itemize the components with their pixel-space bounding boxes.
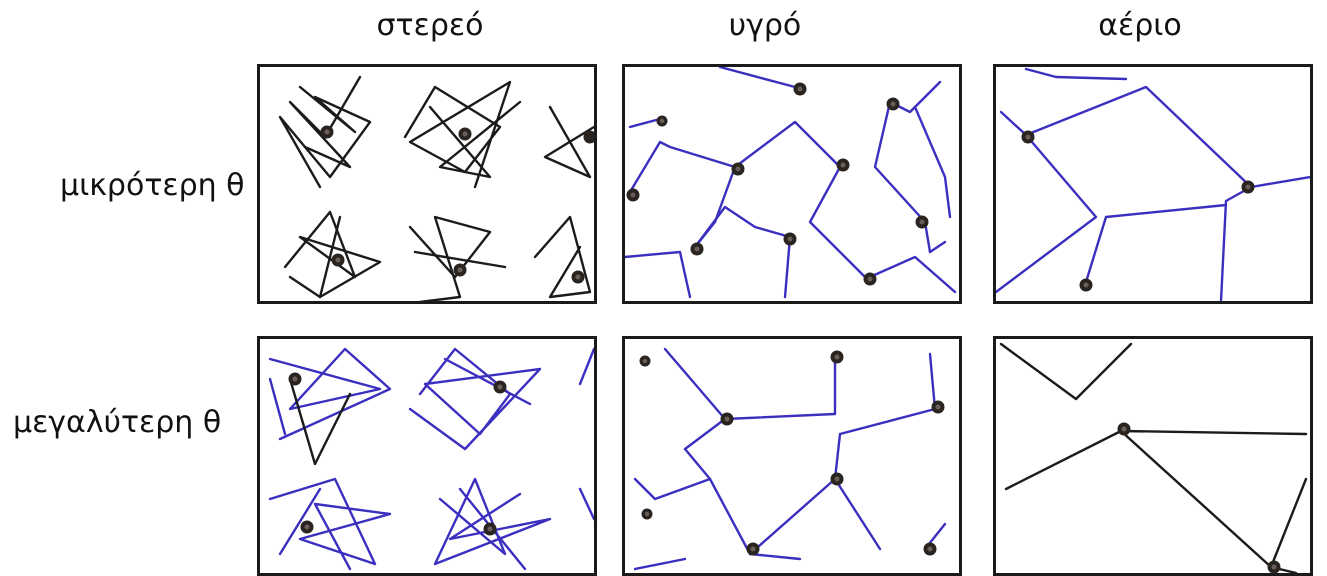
particle-paths-liquid-higher: [633, 347, 947, 571]
panel-liquid-higher-temperature: [622, 336, 962, 576]
column-label-liquid: υγρό: [728, 8, 802, 43]
row-label-lower-temperature: μικρότερη θ: [60, 168, 245, 203]
column-label-gas: αέριο: [1098, 8, 1182, 43]
particle-paths-liquid-lower: [625, 67, 957, 299]
column-label-solid: στερεό: [376, 8, 484, 43]
particle-paths-solid-higher: [268, 347, 594, 571]
particle-paths-gas-lower: [996, 67, 1310, 301]
panel-gas-higher-temperature: [993, 336, 1313, 576]
panel-solid-higher-temperature: [257, 336, 597, 576]
particle-paths-solid-lower: [278, 75, 594, 301]
particle-paths-gas-higher: [999, 342, 1308, 573]
panel-gas-lower-temperature: [993, 64, 1313, 304]
panel-liquid-lower-temperature: [622, 64, 962, 304]
panel-solid-lower-temperature: [257, 64, 597, 304]
row-label-higher-temperature: μεγαλύτερη θ: [13, 405, 222, 440]
